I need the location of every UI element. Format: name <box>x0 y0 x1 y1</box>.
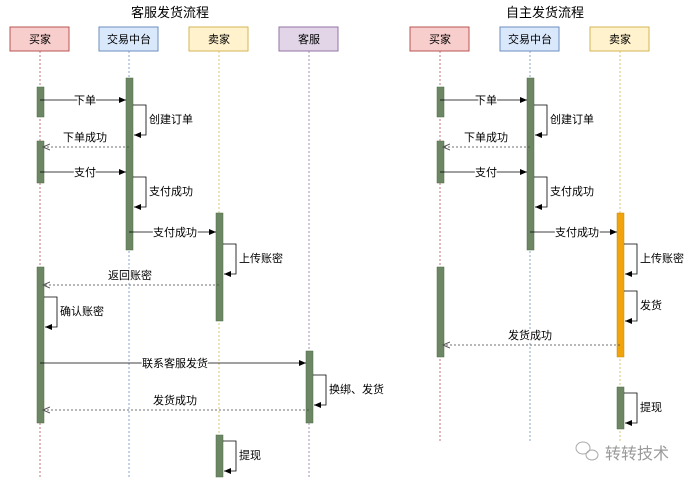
self-message-arrow <box>223 243 237 277</box>
self-message-label: 支付成功 <box>550 185 594 198</box>
message-label: 支付成功 <box>555 226 599 239</box>
activation-bar-platform <box>125 77 134 251</box>
activation-bar-seller <box>616 386 625 430</box>
participant-label-buyer: 买家 <box>29 32 51 46</box>
self-message-label: 确认账密 <box>60 304 104 318</box>
self-message-label: 发货 <box>640 298 662 312</box>
activation-bar-buyer <box>36 140 45 184</box>
participant-label-buyer: 买家 <box>429 32 451 46</box>
message-label: 支付 <box>74 166 96 179</box>
activation-bar-buyer <box>436 86 445 118</box>
self-message-arrow <box>624 392 638 426</box>
message-label: 联系客服发货 <box>142 356 208 370</box>
diagram-title-customer-service: 客服发货流程 <box>131 5 209 21</box>
watermark-text: 转转技术 <box>605 444 669 463</box>
self-message-label: 上传账密 <box>239 251 283 265</box>
participant-seller <box>188 26 249 52</box>
self-message-label: 创建订单 <box>550 112 594 126</box>
participant-buyer <box>409 26 470 52</box>
self-message-arrow <box>44 296 58 330</box>
self-message-label: 提现 <box>239 449 261 462</box>
message-label: 发货成功 <box>508 328 552 342</box>
wechat-icon <box>575 441 599 461</box>
participant-label-seller: 卖家 <box>609 32 631 46</box>
self-message-arrow <box>624 243 638 277</box>
message-label: 支付成功 <box>153 226 197 239</box>
participant-buyer <box>9 26 70 52</box>
activation-bar-seller <box>215 212 224 322</box>
activation-bar-seller <box>215 434 224 478</box>
self-message-arrow <box>223 440 237 474</box>
message-label: 下单 <box>74 94 96 107</box>
activation-bar-seller <box>616 212 625 358</box>
message-label: 支付 <box>475 166 497 179</box>
self-message-label: 提现 <box>640 401 662 414</box>
activation-bar-buyer <box>36 266 45 424</box>
self-message-label: 创建订单 <box>149 112 193 126</box>
self-message-arrow <box>313 374 327 408</box>
participant-platform <box>98 26 159 52</box>
diagram-title-self-delivery: 自主发货流程 <box>506 5 584 21</box>
activation-bar-buyer <box>436 140 445 184</box>
watermark: 转转技术 <box>575 441 669 463</box>
participant-label-platform: 交易中台 <box>508 32 552 46</box>
participant-platform <box>499 26 560 52</box>
participant-label-platform: 交易中台 <box>107 32 151 46</box>
activation-bar-buyer <box>436 266 445 358</box>
participant-seller <box>589 26 650 52</box>
activation-bar-customer-service <box>305 350 314 424</box>
self-message-arrow <box>133 104 147 138</box>
participant-label-seller: 卖家 <box>208 32 230 46</box>
self-message-arrow <box>624 290 638 324</box>
participant-label-customer-service: 客服 <box>298 32 320 46</box>
self-message-arrow <box>534 104 548 138</box>
activation-bar-platform <box>526 77 535 251</box>
activation-bar-buyer <box>36 86 45 118</box>
message-label: 下单成功 <box>63 131 107 144</box>
message-label: 下单成功 <box>464 131 508 144</box>
self-message-arrow <box>534 176 548 210</box>
message-label: 返回账密 <box>108 268 152 282</box>
message-label: 发货成功 <box>153 393 197 407</box>
message-label: 下单 <box>475 94 497 107</box>
participant-customer-service <box>278 26 339 52</box>
self-message-label: 换绑、发货 <box>329 382 384 396</box>
self-message-arrow <box>133 176 147 210</box>
self-message-label: 上传账密 <box>640 251 684 265</box>
self-message-label: 支付成功 <box>149 185 193 198</box>
